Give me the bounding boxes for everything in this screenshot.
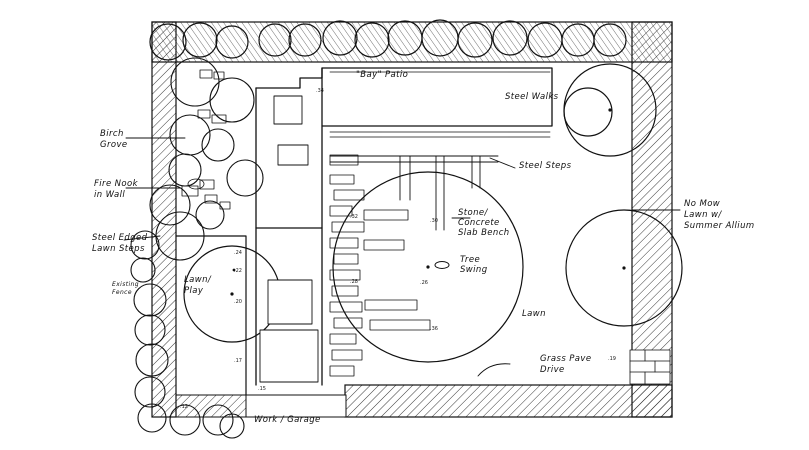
label-side-note-2: Fence [112, 289, 132, 296]
label-fire-nook-1: Fire Nook [94, 179, 139, 189]
label-steel-steps: Steel Steps [519, 161, 572, 171]
label-stone-bench-2: Concrete [458, 218, 500, 228]
label-steel-edged-2: Lawn Steps [92, 244, 145, 254]
tree-trunks [230, 108, 626, 296]
label-no-mow-3: Summer Allium [684, 221, 755, 231]
flagstone-path [329, 154, 431, 377]
leader-lines [123, 137, 681, 377]
spot-elev: .28 [350, 279, 358, 285]
spot-elev: .19 [608, 356, 616, 362]
label-lawn-play-2: Play [184, 286, 204, 296]
tree-swing [434, 261, 450, 269]
house-building [255, 67, 553, 386]
spot-elev: .22 [234, 268, 242, 274]
label-work-garage: Work / Garage [254, 415, 321, 425]
spot-elev: .36 [430, 326, 438, 332]
steel-walks-rows [329, 71, 551, 138]
spot-elevations: .34 .36 .26 .28 .30 .15 .17 .20 .22 .24 … [180, 88, 616, 410]
label-stone-bench-3: Slab Bench [458, 228, 510, 238]
label-birch-2: Grove [100, 140, 128, 150]
label-tree-swing-2: Swing [460, 265, 488, 275]
spot-elev: .34 [316, 88, 324, 94]
label-birch-1: Birch [100, 129, 124, 139]
label-tree-swing-1: Tree [460, 255, 480, 265]
spot-elev: .12 [180, 404, 188, 410]
spot-elev: .15 [258, 386, 266, 392]
spot-elev: .30 [430, 218, 438, 224]
left-hedge [130, 230, 245, 439]
label-stone-bench-1: Stone/ [458, 208, 489, 218]
label-fire-nook-2: in Wall [94, 190, 125, 200]
spot-elev: .20 [234, 299, 242, 305]
spot-elev: .24 [234, 250, 242, 256]
label-lawn: Lawn [522, 309, 546, 319]
label-grass-pave-2: Drive [540, 365, 565, 375]
spot-elev: .32 [350, 214, 358, 220]
lawn-play-area [175, 235, 247, 396]
label-bay-patio: "Bay" Patio [356, 70, 408, 80]
label-side-note-1: Existing [112, 281, 139, 288]
spot-elev: .17 [234, 358, 242, 364]
spot-elev: .26 [420, 280, 428, 286]
perimeter-walls [151, 21, 673, 418]
label-no-mow-2: Lawn w/ [684, 210, 722, 220]
label-grass-pave-1: Grass Pave [540, 354, 591, 364]
top-hedge [149, 19, 627, 61]
terrace-blocks [259, 95, 319, 383]
label-steel-walks: Steel Walks [505, 92, 559, 102]
plan-labels: "Bay" Patio Steel Walks Steel Steps Ston… [92, 70, 755, 425]
grass-pave-bricks [629, 349, 671, 385]
label-no-mow-1: No Mow [684, 199, 720, 209]
label-steel-edged-1: Steel Edged [92, 233, 148, 243]
label-lawn-play-1: Lawn/ [184, 275, 212, 285]
fire-nook-stones [181, 69, 231, 210]
